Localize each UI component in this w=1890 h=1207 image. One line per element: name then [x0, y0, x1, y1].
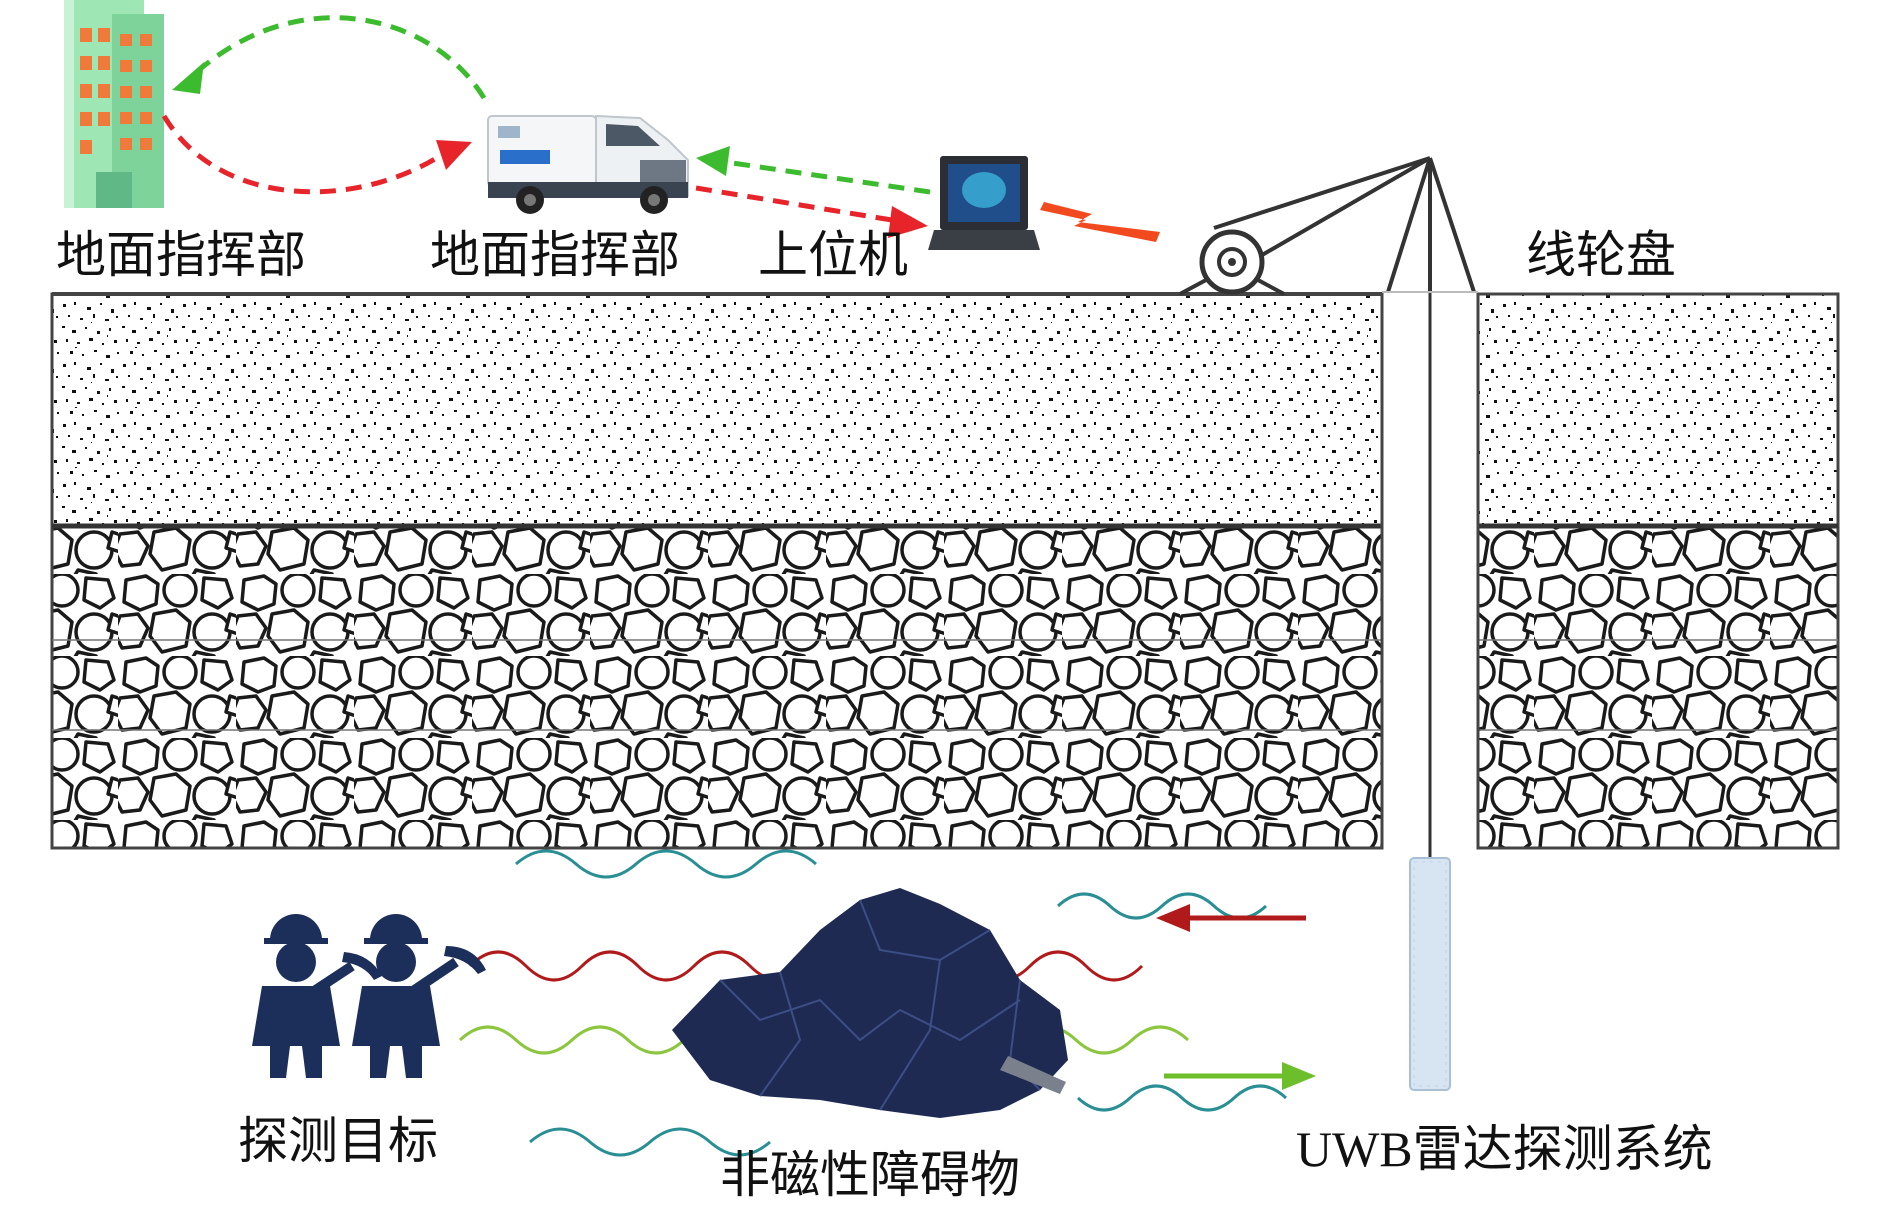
link-vehicle-to-laptop [695, 185, 905, 225]
wave-teal-top-left [515, 849, 817, 879]
wave-teal-bottom-left [529, 1127, 771, 1157]
signal-arrows [1156, 904, 1316, 1090]
wave-teal-bottom-right [1076, 1084, 1288, 1112]
comm-links [161, 15, 931, 238]
radar-probe-icon [1409, 857, 1451, 1091]
label-cable-reel: 线轮盘 [1526, 226, 1676, 284]
topsoil-layer-right [1476, 292, 1840, 528]
label-obstacle: 非磁性障碍物 [720, 1146, 1020, 1204]
label-host-computer: 上位机 [758, 226, 908, 284]
link-laptop-to-vehicle [711, 157, 931, 195]
link-vehicle-to-hq [184, 15, 487, 100]
link-hq-to-vehicle [161, 114, 448, 195]
topsoil-layer-left [50, 292, 1384, 528]
tripod [1213, 156, 1478, 293]
label-command-vehicle: 地面指挥部 [430, 226, 680, 284]
laptop-icon [928, 156, 1040, 250]
coal-pile-icon [672, 888, 1068, 1118]
label-detection-target: 探测目标 [238, 1112, 438, 1170]
building-icon [64, 0, 164, 208]
truck-icon [487, 114, 689, 214]
miner-icon [352, 914, 486, 1078]
label-radar-system: UWB雷达探测系统 [1296, 1121, 1713, 1177]
lightning-icon [1040, 202, 1160, 242]
miner-icon [252, 914, 382, 1078]
reel-icon [1179, 229, 1285, 296]
wave-teal-top-right [1056, 892, 1268, 920]
ground-strata [50, 292, 1840, 850]
label-command-hq: 地面指挥部 [56, 226, 306, 284]
rock-layer-right [1476, 524, 1840, 850]
rock-layer-left [50, 524, 1384, 850]
